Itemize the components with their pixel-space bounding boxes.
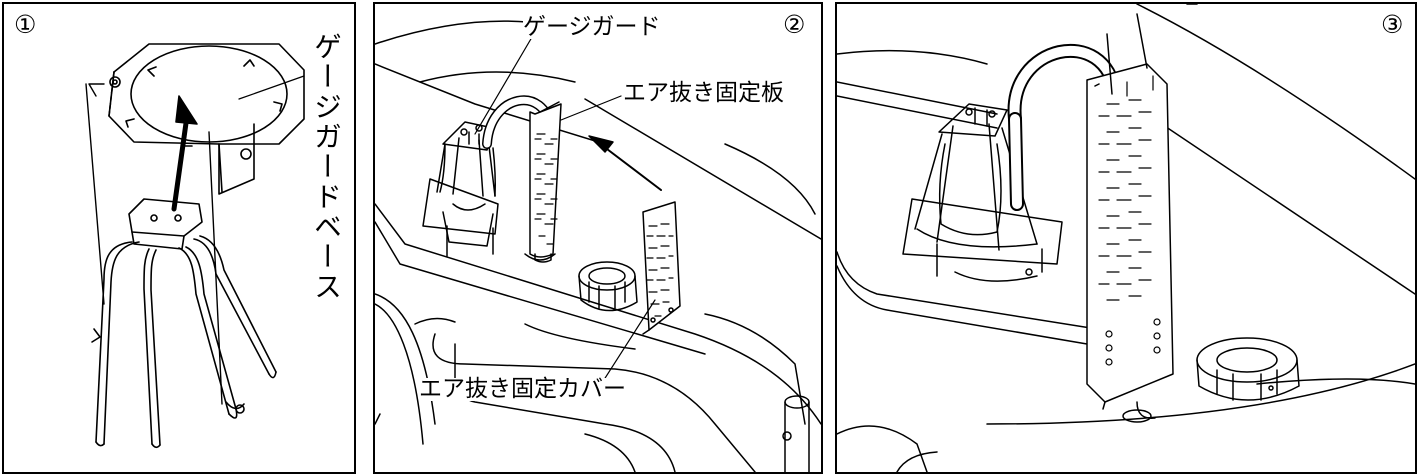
air-vent-fixing-cover-label: エア抜き固定カバー xyxy=(419,376,626,402)
gauge-guard-assembly xyxy=(902,43,1122,282)
diagonal-arrow-icon xyxy=(588,135,662,191)
filler-cap xyxy=(578,261,638,312)
air-vent-fixing-cover-part xyxy=(642,201,681,335)
filler-cap xyxy=(1196,337,1300,401)
step-number-3: ③ xyxy=(1381,10,1404,39)
gauge-guard-base-label: ゲージガードベース xyxy=(310,32,343,302)
step-3-illustration xyxy=(837,4,1415,472)
gauge-guard-base-plate xyxy=(108,43,305,195)
gauge-guard-part xyxy=(91,198,277,449)
step-2-panel: ② ゲージガード エア抜き固定板 エア抜き固定カバー xyxy=(373,2,823,474)
plate-holes xyxy=(534,133,558,245)
step-number-2: ② xyxy=(783,10,806,39)
step-1-panel: ① ゲージガードベース xyxy=(2,2,356,474)
step-1-illustration xyxy=(85,43,305,449)
step-2-illustration xyxy=(375,20,821,472)
step-3-panel: ③ xyxy=(835,2,1417,474)
up-arrow-icon xyxy=(171,95,198,212)
gauge-guard-assembly xyxy=(422,95,562,263)
step-number-1: ① xyxy=(14,10,37,39)
air-vent-fixing-plate-part xyxy=(1086,13,1174,423)
gauge-guard-label: ゲージガード xyxy=(523,14,661,40)
air-vent-fixing-plate-label: エア抜き固定板 xyxy=(623,80,784,106)
plate-holes xyxy=(1098,75,1161,366)
bottom-pipe xyxy=(782,395,810,472)
